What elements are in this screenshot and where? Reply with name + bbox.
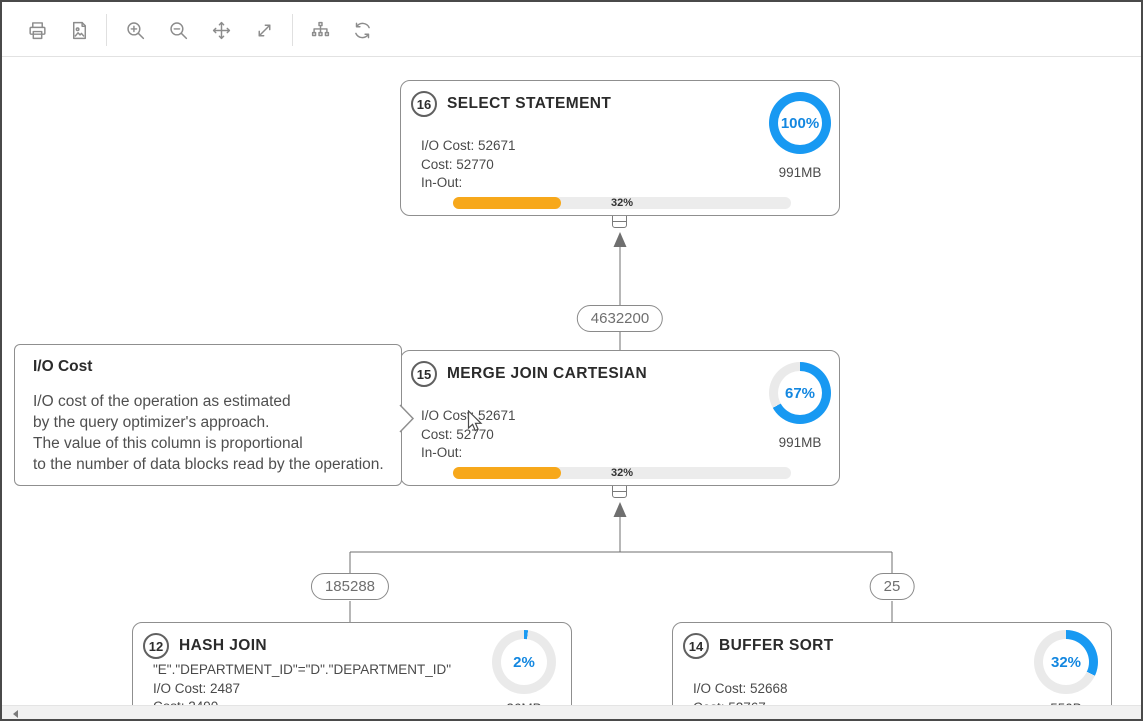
percent-donut: 100% [769,92,831,154]
zoom-out-icon [169,21,187,39]
donut-percent: 100% [780,114,820,132]
toolbar-separator [292,14,293,46]
predicate-value: "E"."DEPARTMENT_ID"="D"."DEPARTMENT_ID" [153,662,452,677]
node-select-statement[interactable]: 16 SELECT STATEMENT I/O Cost: 52671 Cost… [400,80,840,216]
in-out-value: In-Out: [421,175,463,190]
node-number: 15 [411,361,437,387]
percent-donut: 2% [492,630,556,694]
tooltip-line: to the number of data blocks read by the… [33,456,384,473]
arrowhead-up [613,232,627,247]
edge-label: 25 [883,578,901,595]
collapse-toggle-merge-join[interactable] [612,485,627,498]
export-image-button[interactable] [61,12,97,48]
node-details: I/O Cost: 52671 Cost: 52770 In-Out: [421,137,516,193]
print-button[interactable] [19,12,55,48]
io-cost-value: I/O Cost: 52671 [421,138,516,153]
io-cost-tooltip: I/O Cost I/O cost of the operation as es… [14,344,402,486]
io-cost-value: I/O Cost: 52671 [421,408,516,423]
tooltip-line: The value of this column is proportional [33,435,303,452]
scroll-left-arrow-icon[interactable] [13,710,18,718]
tooltip-line: I/O cost of the operation as estimated [33,393,291,410]
donut-percent: 32% [1050,653,1082,671]
toolbar-separator [106,14,107,46]
collapse-toggle-select-statement[interactable] [612,215,627,228]
tooltip-body: I/O cost of the operation as estimated b… [33,391,384,475]
refresh-button[interactable] [344,12,380,48]
progress-fill [453,197,562,209]
edge-label: 185288 [324,578,376,595]
expand-button[interactable] [246,12,282,48]
donut-percent: 67% [784,384,816,402]
node-title: SELECT STATEMENT [447,95,612,112]
expand-icon [258,24,270,36]
percent-donut: 32% [1034,630,1098,694]
diagram-toolbar [2,2,1141,57]
memory-value: 991MB [778,435,822,450]
arrowhead-up [613,502,627,517]
io-cost-value: I/O Cost: 2487 [153,680,241,696]
donut-percent: 2% [513,653,535,671]
refresh-icon [354,22,370,38]
cost-value: Cost: 52770 [421,156,494,172]
node-number: 14 [683,633,709,659]
zoom-out-button[interactable] [160,12,196,48]
node-number: 12 [143,633,169,659]
progress-fill [453,467,562,479]
percent-donut: 67% [769,362,831,424]
node-merge-join-cartesian[interactable]: 15 MERGE JOIN CARTESIAN I/O Cost: 52671 … [400,350,840,486]
node-number: 16 [411,91,437,117]
progress-label: 32% [610,197,634,209]
edge-label-pill: 4632200 [576,305,664,332]
zoom-in-button[interactable] [117,12,153,48]
plan-canvas[interactable]: 4632200 185288 25 16 SELECT STATEMENT I/… [2,58,1141,719]
layout-tree-icon [311,21,329,36]
io-cost-value: I/O Cost: 52668 [693,681,788,696]
horizontal-scrollbar[interactable] [2,705,1141,719]
print-icon [28,21,46,39]
edge-label: 4632200 [590,310,650,327]
node-details: I/O Cost: 52671 Cost: 52770 In-Out: [421,407,516,463]
tooltip-callout-arrow [399,404,415,433]
cost-progress-bar: 32% [453,467,791,479]
edge-label-pill: 185288 [310,573,390,600]
in-out-value: In-Out: [421,445,463,460]
cost-progress-bar: 32% [453,197,791,209]
memory-value: 991MB [778,165,822,180]
node-title: MERGE JOIN CARTESIAN [447,365,648,382]
zoom-in-icon [126,21,144,39]
edge-label-pill: 25 [869,573,915,600]
node-title: BUFFER SORT [719,637,834,654]
layout-tree-button[interactable] [302,12,338,48]
cost-value: Cost: 52770 [421,426,494,442]
pan-icon [212,21,230,39]
export-image-icon [72,21,86,39]
progress-label: 32% [610,467,634,479]
tooltip-line: by the query optimizer's approach. [33,414,270,431]
node-title: HASH JOIN [179,637,268,654]
tooltip-title: I/O Cost [33,358,93,375]
pan-button[interactable] [203,12,239,48]
